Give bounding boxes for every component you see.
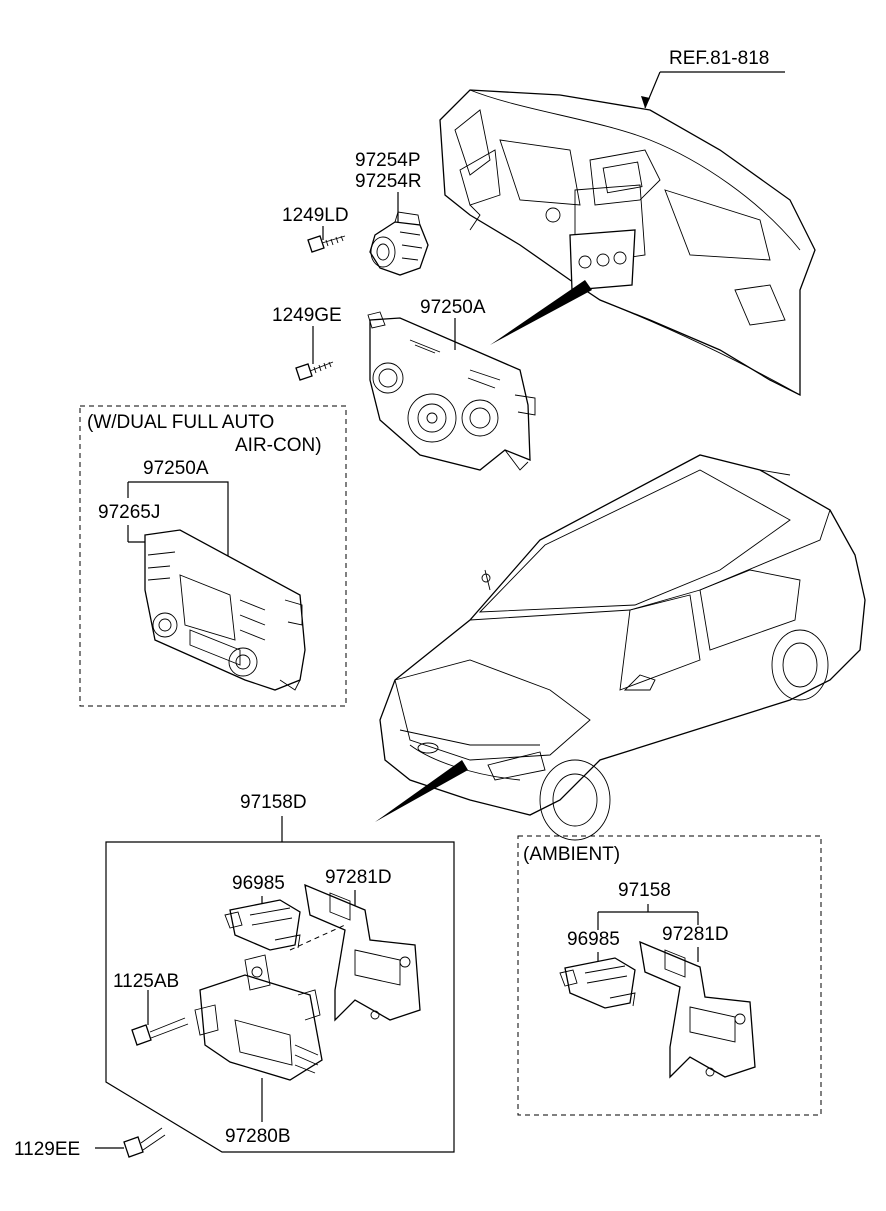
label-97250a-dual: 97250A	[143, 458, 209, 479]
dual-full-auto-box	[79, 405, 347, 707]
label-97281d-right: 97281D	[662, 924, 729, 945]
label-96985-left: 96985	[232, 873, 285, 894]
label-97254p: 97254P	[355, 150, 421, 171]
sensor-96985-left	[224, 899, 301, 951]
label-97280b: 97280B	[225, 1126, 291, 1147]
label-97254r: 97254R	[355, 171, 422, 192]
module-97280b	[194, 954, 323, 1081]
car-illustration	[379, 454, 866, 841]
switch-97254	[369, 211, 429, 276]
label-dual-title-2: AIR-CON)	[235, 435, 322, 456]
label-1249ld: 1249LD	[282, 205, 349, 226]
control-panel-97250a	[367, 311, 536, 471]
screw-1249ge	[295, 361, 334, 381]
label-1129ee: 1129EE	[14, 1139, 80, 1160]
label-ref: REF.81-818	[669, 48, 769, 69]
label-97281d-left: 97281D	[325, 867, 392, 888]
bolt-1129ee	[123, 1127, 166, 1158]
dual-control-panel	[144, 529, 306, 691]
box-97158d	[105, 841, 455, 1153]
label-1125ab: 1125AB	[113, 971, 179, 992]
label-dual-title-1: (W/DUAL FULL AUTO	[87, 412, 274, 433]
dashboard-illustration	[439, 89, 816, 397]
label-97265j: 97265J	[98, 502, 160, 523]
ambient-box	[517, 835, 822, 1116]
label-ambient-title: (AMBIENT)	[523, 844, 620, 865]
pointer-wedge-dashboard	[490, 280, 592, 345]
label-96985-right: 96985	[567, 929, 620, 950]
screw-1249ld	[307, 235, 346, 253]
label-97158d: 97158D	[240, 792, 307, 813]
bracket-97281d-left	[304, 883, 421, 1022]
pointer-wedge-car	[375, 760, 468, 822]
label-97158: 97158	[618, 880, 671, 901]
label-1249ge: 1249GE	[272, 305, 342, 326]
bracket-97281d-right	[639, 940, 756, 1079]
bolt-1125ab	[131, 1017, 189, 1046]
label-97250a-main: 97250A	[420, 297, 486, 318]
sensor-96985-right	[559, 957, 636, 1009]
